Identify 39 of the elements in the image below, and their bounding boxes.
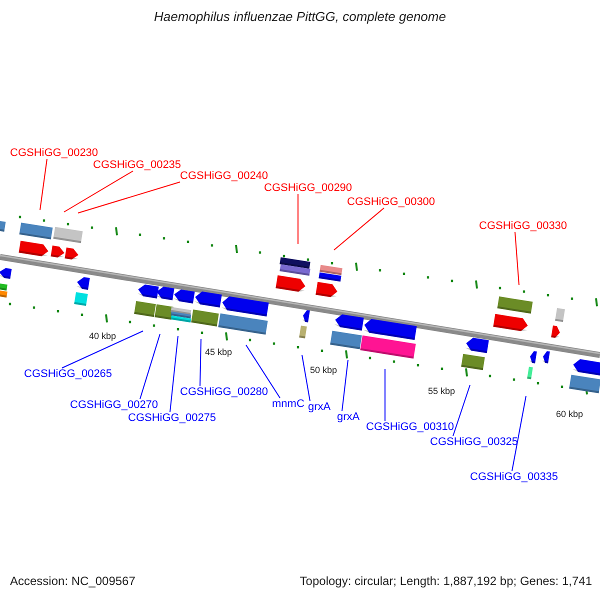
gene-label: CGSHiGG_00280 xyxy=(180,386,268,398)
leader-line xyxy=(170,336,178,412)
gene-label: grxA xyxy=(337,411,360,423)
leader-line xyxy=(384,368,386,422)
gene-label: CGSHiGG_00325 xyxy=(430,436,518,448)
gene-label: mnmC xyxy=(272,398,304,410)
gene-label: CGSHiGG_00235 xyxy=(93,159,182,171)
gene-label: CGSHiGG_00290 xyxy=(264,182,352,194)
gene-label: CGSHiGG_00300 xyxy=(347,196,436,208)
leader-line xyxy=(62,330,144,368)
leader-line xyxy=(302,354,310,402)
leader-line xyxy=(140,334,160,400)
leader-line xyxy=(342,360,348,412)
scale-label: 40 kbp xyxy=(89,330,116,342)
gene-label: CGSHiGG_00275 xyxy=(128,412,216,424)
leader-line xyxy=(334,208,384,250)
scale-label: 60 kbp xyxy=(556,408,584,420)
leader-line xyxy=(452,384,470,436)
gene-label: CGSHiGG_00335 xyxy=(470,471,558,483)
scale-label: 50 kbp xyxy=(310,364,338,376)
leader-line xyxy=(512,396,526,472)
gene-label: CGSHiGG_00230 xyxy=(10,147,98,159)
gene-label: grxA xyxy=(308,401,331,413)
scale-label: 55 kbp xyxy=(428,385,456,397)
leader-line xyxy=(514,232,520,286)
accession-text: Accession: NC_009567 xyxy=(10,575,136,587)
map-title: Haemophilus influenzae PittGG, complete genome xyxy=(153,11,447,23)
leader-line xyxy=(78,182,180,214)
leader-line xyxy=(200,338,202,386)
leader-line xyxy=(246,344,280,398)
gene-label: CGSHiGG_00310 xyxy=(366,421,454,433)
gene-label: CGSHiGG_00330 xyxy=(479,220,568,232)
scale-label: 45 kbp xyxy=(205,346,232,358)
gene-label: CGSHiGG_00270 xyxy=(70,399,158,411)
gene-label: CGSHiGG_00240 xyxy=(180,170,268,182)
gene-label: CGSHiGG_00265 xyxy=(24,368,112,380)
leader-line xyxy=(40,158,48,210)
genome-info-text: Topology: circular; Length: 1,887,192 bp; Genes: 1,741 xyxy=(300,575,592,587)
leader-line xyxy=(64,170,134,212)
